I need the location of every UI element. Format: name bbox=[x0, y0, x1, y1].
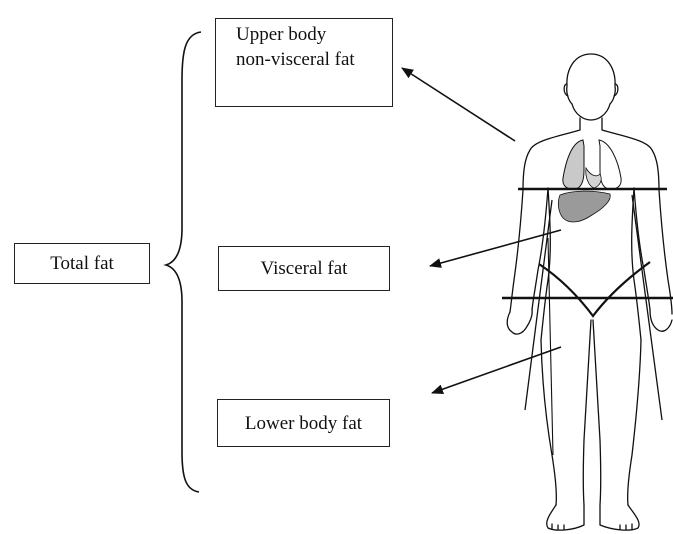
upper-body-label-line1: Upper body bbox=[236, 22, 392, 47]
long-line-left bbox=[525, 200, 552, 410]
total-fat-box: Total fat bbox=[14, 243, 150, 284]
upper-body-fat-box: Upper body non-visceral fat bbox=[215, 18, 393, 107]
total-fat-label: Total fat bbox=[50, 251, 114, 276]
long-line-right bbox=[632, 195, 662, 420]
arrow-lower-body bbox=[432, 347, 561, 393]
heart bbox=[586, 168, 601, 188]
pelvic-v bbox=[539, 262, 650, 316]
arrow-upper-body bbox=[402, 68, 515, 141]
upper-body-label-line2: non-visceral fat bbox=[236, 47, 392, 72]
human-figure bbox=[507, 54, 672, 530]
liver bbox=[558, 191, 610, 222]
lung-right bbox=[599, 140, 621, 189]
lower-body-fat-label: Lower body fat bbox=[245, 411, 362, 436]
lung-left bbox=[563, 140, 584, 189]
visceral-fat-box: Visceral fat bbox=[218, 246, 390, 291]
arrow-visceral bbox=[430, 230, 561, 266]
curly-brace bbox=[166, 32, 201, 492]
lower-body-fat-box: Lower body fat bbox=[217, 399, 390, 447]
head bbox=[567, 54, 616, 120]
long-line-mid bbox=[548, 238, 553, 455]
visceral-fat-label: Visceral fat bbox=[261, 256, 348, 281]
